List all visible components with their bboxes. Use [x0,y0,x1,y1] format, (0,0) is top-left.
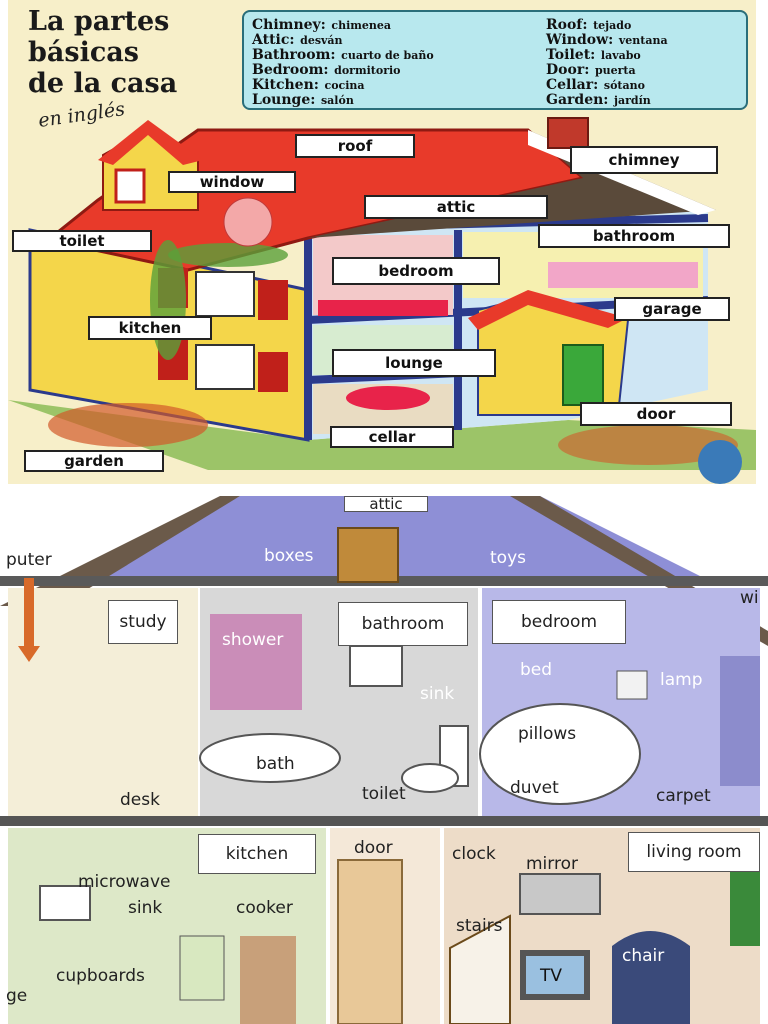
label-window: window [168,171,296,193]
label-shower: shower [222,630,284,650]
vocab-entry: Window: ventana [546,32,668,48]
label-computer: puter [6,550,52,570]
vocab-entry: Roof: tejado [546,17,632,33]
label-bathroom: bathroom [338,602,468,646]
label-door: door [354,838,393,858]
label-kitchen: kitchen [88,316,212,340]
vocab-entry: Door: puerta [546,62,636,78]
label-mirror: mirror [526,854,578,874]
label-chimney: chimney [570,146,718,174]
label-stairs: stairs [456,916,503,936]
house-cross-section: attic puter boxes toys wi study shower b… [0,496,768,1024]
poster-title-line: básicas [28,37,139,68]
label-study: study [108,600,178,644]
vocab-entry: Bathroom: cuarto de baño [252,47,434,63]
label-garden: garden [24,450,164,472]
vocab-entry: Kitchen: cocina [252,77,365,93]
vocabulary-box: Chimney: chimenea Attic: desván Bathroom… [242,10,748,110]
label-bath: bath [256,754,295,774]
vocab-entry: Attic: desván [252,32,343,48]
label-sink: sink [420,684,455,704]
vocab-entry: Bedroom: dormitorio [252,62,401,78]
label-toilet: toilet [362,784,406,804]
vocab-entry: Garden: jardín [546,92,651,108]
label-lamp: lamp [660,670,703,690]
vocab-entry: Chimney: chimenea [252,17,392,33]
label-pillows: pillows [518,724,577,744]
label-cupboards: cupboards [56,966,145,986]
label-roof: roof [295,134,415,158]
label-garage: garage [614,297,730,321]
label-kitchen-sink: sink [128,898,163,918]
vocab-entry: Cellar: sótano [546,77,645,93]
label-door: door [580,402,732,426]
label-window-cut: wi [740,588,759,608]
label-microwave: microwave [78,872,171,892]
label-attic: attic [364,195,548,219]
label-chair: chair [622,946,665,966]
poster-title-line: de la casa [28,68,178,99]
label-bed: bed [520,660,553,680]
label-tv: TV [540,966,563,986]
label-boxes: boxes [264,546,314,566]
label-bedroom: bedroom [492,600,626,644]
poster-title-line: La partes [28,6,170,37]
label-living-room: living room [628,832,760,872]
label-attic: attic [344,496,428,513]
house-parts-poster: La partes básicas de la casa en inglés C… [8,0,756,484]
label-desk: desk [120,790,160,810]
label-bathroom: bathroom [538,224,730,248]
poster-title: La partes básicas de la casa [28,6,177,99]
label-cellar: cellar [330,426,454,448]
label-toilet: toilet [12,230,152,252]
label-bedroom: bedroom [332,257,500,285]
label-duvet: duvet [510,778,559,798]
house-section-illustration [0,496,768,1024]
label-lounge: lounge [332,349,496,377]
label-toys: toys [490,548,526,568]
label-ge-cut: ge [6,986,28,1006]
label-clock: clock [452,844,496,864]
label-cooker: cooker [236,898,293,918]
label-carpet: carpet [656,786,711,806]
label-kitchen: kitchen [198,834,316,874]
vocab-entry: Lounge: salón [252,92,354,108]
vocab-entry: Toilet: lavabo [546,47,641,63]
